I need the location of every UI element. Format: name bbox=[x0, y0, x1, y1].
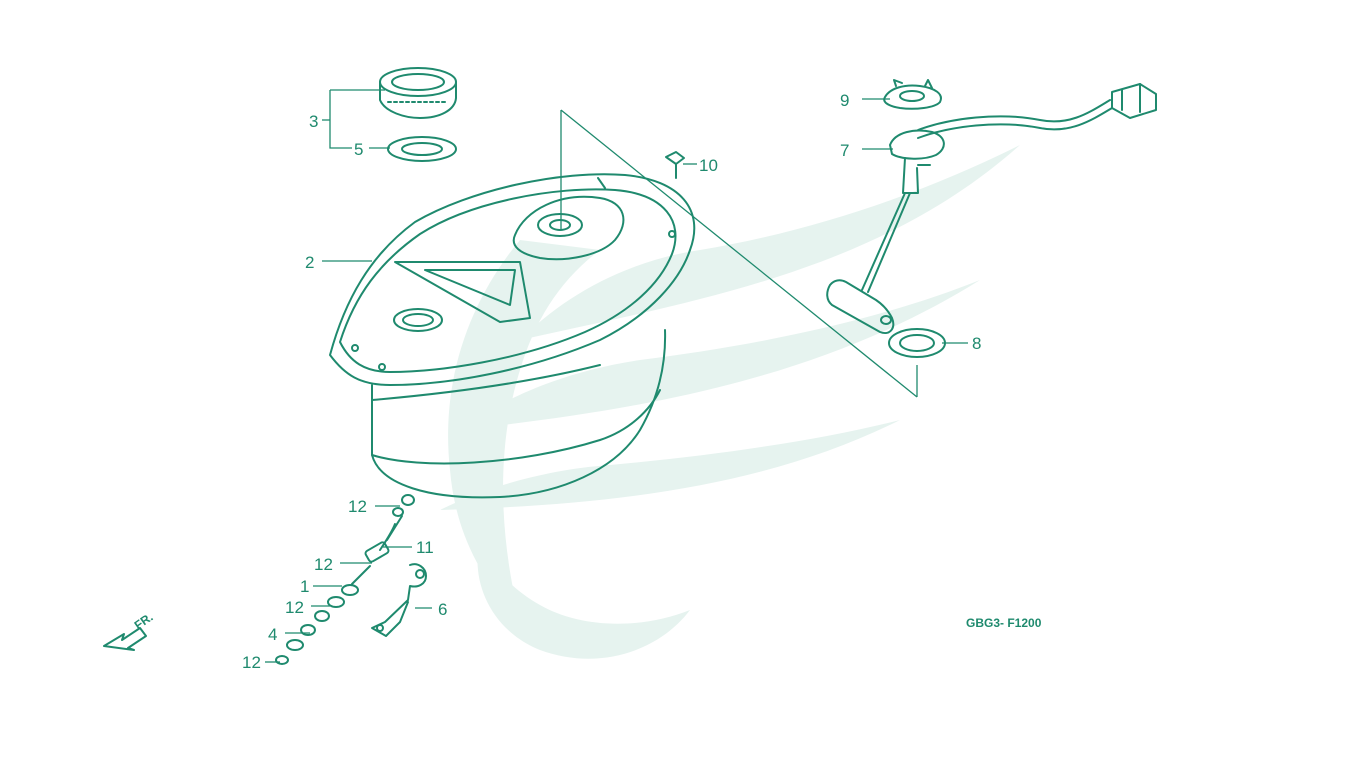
callout-4: 4 bbox=[268, 625, 277, 644]
filler-cap bbox=[379, 67, 457, 119]
fuel-tank bbox=[329, 173, 696, 499]
callout-10: 10 bbox=[699, 156, 718, 175]
callout-6: 6 bbox=[438, 600, 447, 619]
fuel-sender-unit bbox=[826, 83, 1157, 334]
callout-2: 2 bbox=[305, 253, 314, 272]
callout-1: 1 bbox=[300, 577, 309, 596]
callout-7: 7 bbox=[840, 141, 849, 160]
packing-ring bbox=[888, 328, 946, 358]
callout-labels: 3 5 2 9 7 8 10 12 11 12 1 12 6 4 12 bbox=[242, 91, 981, 672]
callout-9: 9 bbox=[840, 91, 849, 110]
front-arrow-icon bbox=[103, 627, 147, 651]
callout-12-b: 12 bbox=[314, 555, 333, 574]
callout-3: 3 bbox=[309, 112, 318, 131]
assembly-guide-lines bbox=[560, 109, 918, 398]
fuel-line-assembly bbox=[275, 494, 415, 665]
callout-5: 5 bbox=[354, 140, 363, 159]
bolt bbox=[665, 151, 685, 179]
fuel-cock-bracket bbox=[371, 563, 427, 637]
front-label: FR. bbox=[132, 610, 156, 633]
callout-12-d: 12 bbox=[242, 653, 261, 672]
callout-8: 8 bbox=[972, 334, 981, 353]
cap-gasket bbox=[387, 136, 457, 162]
diagram-code: GBG3- F1200 bbox=[966, 616, 1042, 630]
watermark-wing-logo bbox=[440, 145, 1020, 659]
callout-12-a: 12 bbox=[348, 497, 367, 516]
lock-ring bbox=[883, 79, 942, 110]
callout-12-c: 12 bbox=[285, 598, 304, 617]
callout-11: 11 bbox=[416, 538, 434, 557]
